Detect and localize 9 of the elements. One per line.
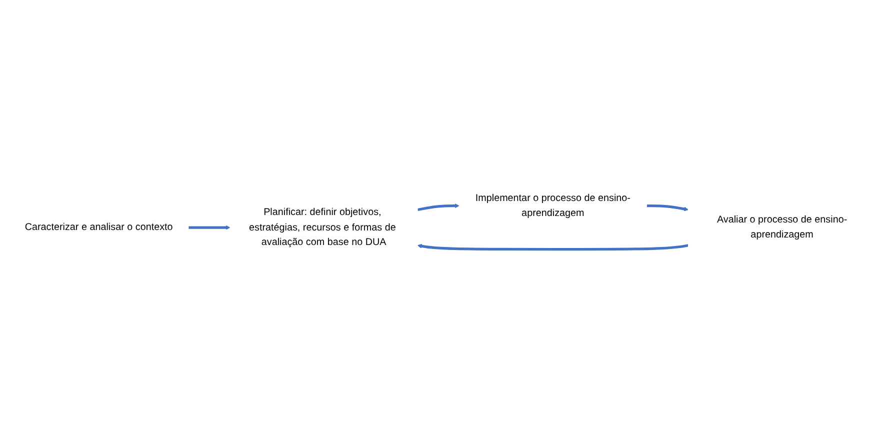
arrow: [417, 204, 460, 212]
cycle-diagram: Caracterizar e analisar o contexto Planificar: definir objetivos, estratégias, recursos e formas de avaliação com base no DUA Implementar o processo de ensino-aprendizagem Avaliar o processo de ensino-aprendizagem: [5, 179, 880, 262]
arrow: [188, 225, 230, 230]
node-text: Implementar o processo de ensino-aprendizagem: [475, 192, 630, 218]
node-text: Avaliar o processo de ensino-aprendizagem: [716, 214, 848, 240]
node-text: Planificar: definir objetivos, estratégias, recursos e formas de avaliação com base no DUA: [249, 206, 396, 248]
arrow: [646, 204, 689, 212]
arrow: [417, 244, 689, 251]
node-text: Caracterizar e analisar o contexto: [24, 222, 173, 233]
